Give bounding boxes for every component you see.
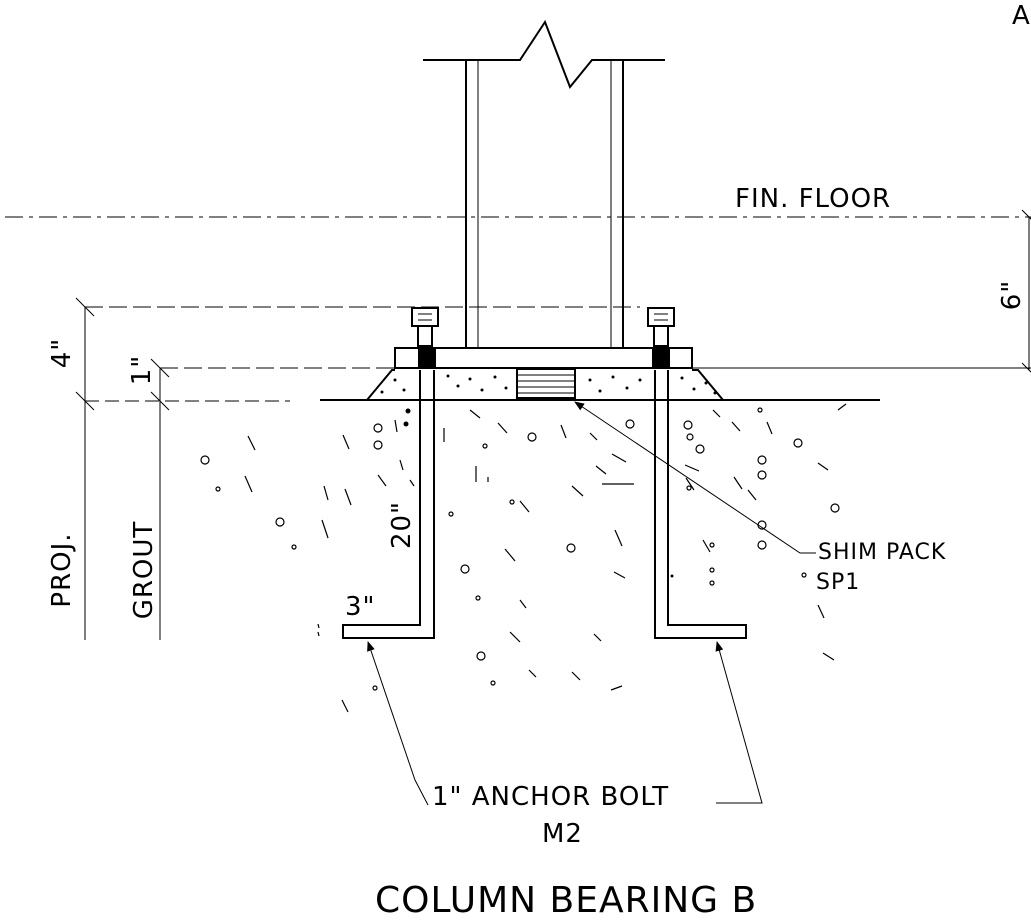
shim-pack-label: SHIM PACK [818,540,946,565]
grout-pad [320,369,880,401]
dim-six-label: 6" [997,280,1027,311]
left-dimensions [75,297,640,640]
anchor-bolt-label: 1" ANCHOR BOLT [432,782,669,812]
shim-pack [516,368,576,399]
m2-label: M2 [542,819,583,849]
sp1-label: SP1 [816,570,860,595]
fin-floor-label: FIN. FLOOR [735,184,891,214]
steel-column [423,19,665,348]
concrete-aggregate [200,403,847,713]
dimension-six-inch [690,209,1031,373]
shim-pack-leader [574,401,816,554]
anchor-bolt-right [647,307,747,639]
dim-one-label: 1" [127,355,157,386]
dim-twenty-label: 20" [387,501,417,549]
dim-four-label: 4" [47,338,77,369]
drawing-title: COLUMN BEARING B [375,880,757,921]
dim-three-label: 3" [345,592,376,622]
concrete-dots [403,408,674,578]
proj-label: PROJ. [47,532,77,607]
column-break-line [423,19,665,89]
base-plate [394,347,693,369]
corner-mark: A [1012,1,1031,31]
grout-stipple [380,374,717,395]
grout-label: GROUT [129,521,159,620]
anchor-bolt-leaders [367,641,763,806]
anchor-bolt-left [342,307,439,639]
